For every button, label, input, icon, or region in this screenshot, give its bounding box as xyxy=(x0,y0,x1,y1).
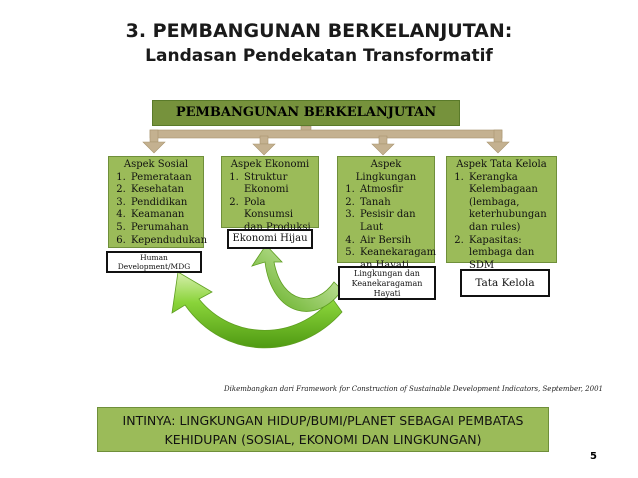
list-item: Kependudukan xyxy=(129,235,207,248)
list-item: Keamanan xyxy=(129,209,200,222)
connector-tree xyxy=(142,125,510,156)
list-item: Perumahan xyxy=(129,222,200,235)
list-item: Struktur Ekonomi xyxy=(242,172,315,197)
aspect-heading: Aspek Sosial xyxy=(123,159,189,170)
sublabel-human-development: Human Development/MDG xyxy=(106,251,202,273)
list-item: Pemerataan xyxy=(129,172,200,185)
list-item: Keanekaragam an Hayati xyxy=(358,247,436,272)
list-item: Tanah xyxy=(358,197,431,210)
sublabel-green-economy: Ekonomi Hijau xyxy=(227,229,313,249)
slide-title-line1: 3. PEMBANGUNAN BERKELANJUTAN: xyxy=(125,20,513,42)
key-message-line2: KEHIDUPAN (SOSIAL, EKONOMI DAN LINGKUNGA… xyxy=(164,432,482,447)
main-concept-box: PEMBANGUNAN BERKELANJUTAN xyxy=(152,100,460,126)
aspect-governance-box: Aspek Tata Kelola Kerangka Kelembagaan (… xyxy=(446,156,557,271)
aspect-environment-box: Aspek Lingkungan Atmosfir Tanah Pesisir … xyxy=(337,156,436,271)
list-item: Pesisir dan Laut xyxy=(358,209,431,234)
list-item: Atmosfir xyxy=(358,184,431,197)
sublabel-governance: Tata Kelola xyxy=(460,269,550,297)
source-footnote: Dikembangkan dari Framework for Construc… xyxy=(224,385,603,393)
aspect-heading: Aspek Ekonomi xyxy=(230,159,310,170)
aspect-item-list: Struktur Ekonomi Pola Konsumsi dan Produ… xyxy=(225,172,315,235)
curved-arrow-small-icon xyxy=(251,244,343,312)
aspect-item-list: Atmosfir Tanah Pesisir dan Laut Air Bers… xyxy=(341,184,436,272)
aspect-social-box: Aspek Sosial Pemerataan Kesehatan Pendid… xyxy=(108,156,207,248)
aspect-item-list: Kerangka Kelembagaan (lembaga, keterhubu… xyxy=(450,172,553,273)
key-message-line1: INTINYA: LINGKUNGAN HIDUP/BUMI/PLANET SE… xyxy=(122,413,524,428)
list-item: Kapasitas: lembaga dan SDM xyxy=(467,235,553,273)
list-item: Air Bersih xyxy=(358,235,431,248)
aspect-economic-box: Aspek Ekonomi Struktur Ekonomi Pola Kons… xyxy=(221,156,319,233)
aspect-heading: Aspek Tata Kelola xyxy=(456,159,547,170)
slide-title-line2: Landasan Pendekatan Transformatif xyxy=(145,46,493,66)
sublabel-environment-biodiversity: Lingkungan dan Keanekaragaman Hayati xyxy=(338,266,436,300)
key-message-box: INTINYA: LINGKUNGAN HIDUP/BUMI/PLANET SE… xyxy=(97,407,549,452)
page-number: 5 xyxy=(590,451,597,462)
aspect-item-list: Pemerataan Kesehatan Pendidikan Keamanan… xyxy=(112,172,207,248)
list-item: Kesehatan xyxy=(129,184,200,197)
list-item: Kerangka Kelembagaan (lembaga, keterhubu… xyxy=(467,172,553,235)
list-item: Pola Konsumsi dan Produksi xyxy=(242,197,315,235)
list-item: Pendidikan xyxy=(129,197,200,210)
aspect-heading: Aspek Lingkungan xyxy=(355,159,417,183)
